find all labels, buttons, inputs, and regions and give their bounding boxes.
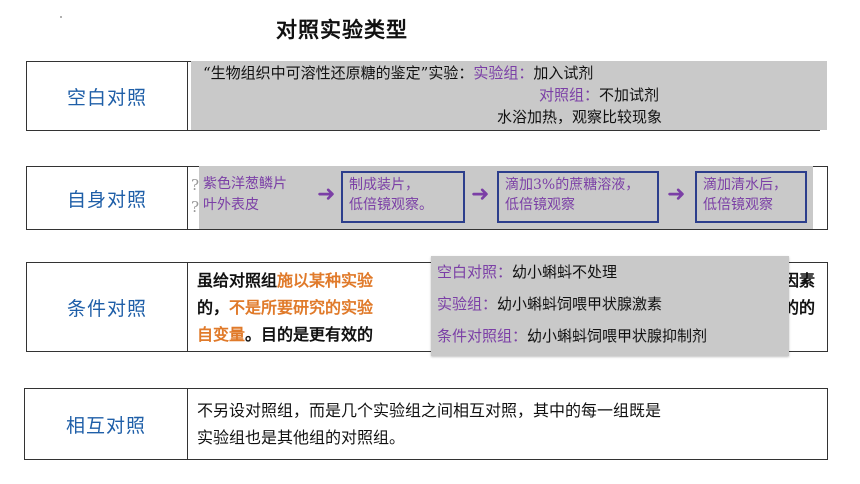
flow-arrow-icon: ➜ bbox=[317, 182, 336, 207]
blank-experiment-group-label: 实验组： bbox=[473, 64, 534, 82]
condition-line-2: 的，不是所要研究的实验 bbox=[197, 294, 373, 321]
row-label-condition-control: 条件对照 bbox=[27, 263, 188, 351]
row-self-control: 自身对照 ? ? 紫色洋葱鳞片 叶外表皮 ➜ 制成装片， 低倍镜观察。 ➜ 滴加… bbox=[26, 166, 828, 230]
page-title: 对照实验类型 bbox=[276, 17, 408, 42]
flow-step-2-line-2: 低倍镜观察。 bbox=[349, 197, 433, 213]
flow-arrow-icon: ➜ bbox=[667, 182, 686, 207]
self-hidden-text-top: ? bbox=[191, 176, 200, 194]
row-label-self-control: 自身对照 bbox=[27, 167, 188, 229]
popup-blank-text: 幼小蝌蚪不处理 bbox=[512, 263, 618, 281]
condition-text-b: 的， bbox=[197, 298, 230, 317]
blank-control-group-value: 不加试剂 bbox=[599, 86, 660, 104]
popup-condition-text: 幼小蝌蚪饲喂甲状腺抑制剂 bbox=[527, 327, 708, 345]
condition-line-2-tail: 的的 bbox=[783, 298, 816, 317]
self-control-flow-panel: 紫色洋葱鳞片 叶外表皮 ➜ 制成装片， 低倍镜观察。 ➜ 滴加3%的蔗糖溶液， … bbox=[199, 166, 813, 229]
flow-step-3-line-1: 滴加3%的蔗糖溶液， bbox=[505, 177, 640, 193]
row-mutual-control: 相互对照 不另设对照组，而是几个实验组之间相互对照，其中的每一组既是 实验组也是… bbox=[24, 388, 828, 460]
popup-experiment-label: 实验组： bbox=[437, 295, 498, 313]
mutual-line-2: 实验组也是其他组的对照组。 bbox=[197, 428, 406, 447]
popup-blank-label: 空白对照： bbox=[437, 263, 513, 281]
flow-step-2: 制成装片， 低倍镜观察。 bbox=[341, 171, 465, 223]
popup-experiment-group: 实验组：幼小蝌蚪饲喂甲状腺激素 bbox=[437, 289, 662, 319]
flow-step-1-line-1: 紫色洋葱鳞片 bbox=[203, 176, 287, 192]
popup-blank-control: 空白对照：幼小蝌蚪不处理 bbox=[437, 257, 617, 287]
popup-experiment-text: 幼小蝌蚪饲喂甲状腺激素 bbox=[497, 295, 663, 313]
condition-highlight-c: 自变量 bbox=[197, 325, 246, 344]
condition-highlight-b: 不是所要研究的实验 bbox=[229, 298, 374, 317]
flow-step-4: 滴加清水后， 低倍镜观察 bbox=[695, 171, 807, 223]
popup-condition-group: 条件对照组：幼小蝌蚪饲喂甲状腺抑制剂 bbox=[437, 321, 707, 351]
row-blank-control: 空白对照 “生物组织中可溶性还原糖的鉴定”实验：实验组：加入试剂 对照组：不加试… bbox=[26, 61, 827, 131]
flow-step-3: 滴加3%的蔗糖溶液， 低倍镜观察 bbox=[497, 171, 659, 223]
condition-text-c: 。目的是更有效的 bbox=[245, 325, 374, 344]
condition-line-3: 自变量。目的是更有效的 bbox=[197, 321, 373, 348]
condition-line-1-tail: 因素 bbox=[783, 271, 816, 290]
condition-example-popup: 空白对照：幼小蝌蚪不处理 实验组：幼小蝌蚪饲喂甲状腺激素 条件对照组：幼小蝌蚪饲… bbox=[431, 256, 789, 356]
condition-highlight-a: 施以某种实验 bbox=[277, 271, 374, 290]
row-condition-control: 条件对照 虽给对照组施以某种实验 因素 的，不是所要研究的实验 的的 自变量。目… bbox=[26, 256, 828, 356]
mutual-line-1: 不另设对照组，而是几个实验组之间相互对照，其中的每一组既是 bbox=[197, 401, 662, 420]
blank-experiment-title: “生物组织中可溶性还原糖的鉴定”实验： bbox=[203, 64, 474, 82]
decorative-dot bbox=[60, 16, 62, 18]
condition-line-1: 虽给对照组施以某种实验 bbox=[197, 267, 373, 294]
self-hidden-text-bottom: ? bbox=[191, 198, 200, 216]
popup-condition-label: 条件对照组： bbox=[437, 327, 528, 345]
blank-control-group-label: 对照组： bbox=[539, 86, 600, 104]
condition-text-a: 虽给对照组 bbox=[197, 271, 278, 290]
blank-line-2: 对照组：不加试剂 bbox=[539, 84, 659, 106]
row-label-mutual-control: 相互对照 bbox=[25, 389, 188, 459]
blank-line-3: 水浴加热，观察比较现象 bbox=[497, 108, 663, 126]
flow-step-3-line-2: 低倍镜观察 bbox=[505, 197, 575, 213]
flow-step-4-line-2: 低倍镜观察 bbox=[703, 197, 773, 213]
flow-step-1-line-2: 叶外表皮 bbox=[203, 197, 259, 213]
flow-arrow-icon: ➜ bbox=[471, 182, 490, 207]
flow-step-2-line-1: 制成装片， bbox=[349, 177, 419, 193]
blank-control-content-panel: “生物组织中可溶性还原糖的鉴定”实验：实验组：加入试剂 对照组：不加试剂 水浴加… bbox=[191, 61, 827, 130]
blank-line-1: “生物组织中可溶性还原糖的鉴定”实验：实验组：加入试剂 bbox=[203, 62, 593, 84]
row-label-blank-control: 空白对照 bbox=[27, 62, 188, 130]
flow-step-4-line-1: 滴加清水后， bbox=[703, 177, 787, 193]
flow-step-1: 紫色洋葱鳞片 叶外表皮 bbox=[203, 174, 287, 216]
blank-experiment-group-value: 加入试剂 bbox=[533, 64, 594, 82]
